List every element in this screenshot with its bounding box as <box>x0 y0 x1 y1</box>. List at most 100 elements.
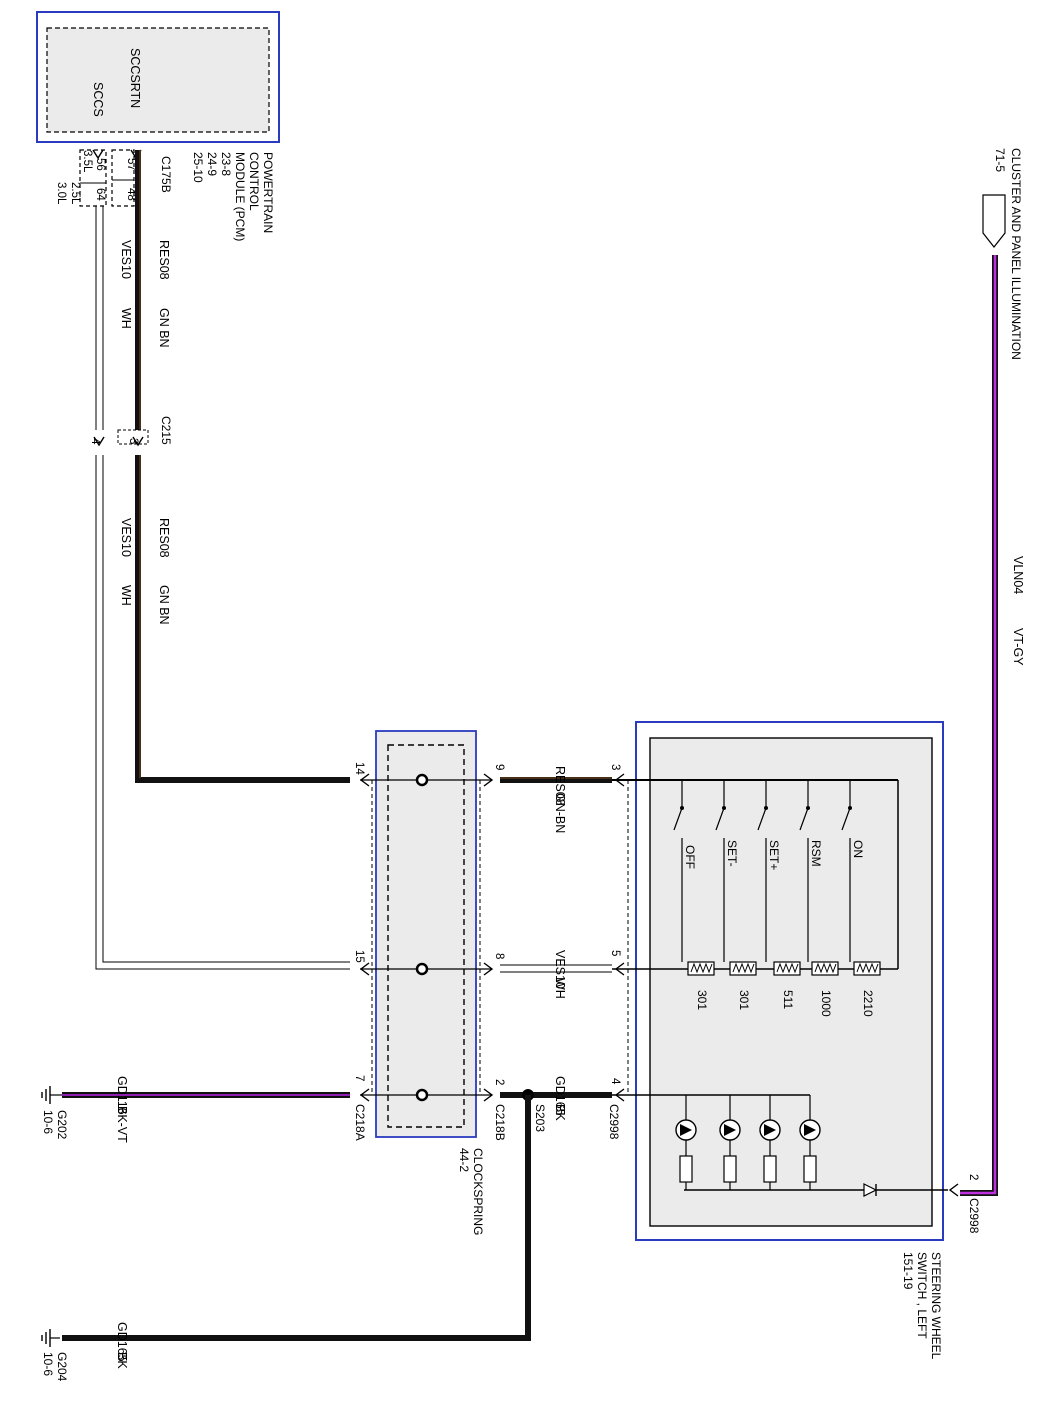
svg-text:301: 301 <box>695 990 709 1010</box>
switch-contact-set-plus: SET+ <box>757 780 781 962</box>
clockspring-title: CLOCKSPRING <box>471 1148 485 1235</box>
clockspring-pin-2: 2 <box>493 1079 505 1085</box>
wire-gd165-color-1: BK <box>553 1104 567 1121</box>
engine-label-25: 2.5L <box>69 182 81 205</box>
pcm-pin-sccs: SCCS <box>91 82 105 117</box>
wire-gd165-ground: GD165 BK <box>115 1322 129 1369</box>
switch-contact-rsm: RSM <box>799 780 823 962</box>
page-ref-icon <box>982 194 1006 248</box>
pcm-title-line3: MODULE (PCM) <box>233 152 247 241</box>
wire-gd116-color: BK-VT <box>115 1106 129 1143</box>
c175b-pin-48: 48 <box>125 188 137 201</box>
led-2 <box>719 1095 741 1190</box>
c218b-label: C218B <box>493 1104 507 1141</box>
switch-connector-label: C2998 <box>607 1104 621 1140</box>
switch-title-line3: 151-19 <box>901 1252 915 1290</box>
clockspring-ref: 44-2 <box>457 1148 471 1172</box>
wire-ves10-color-1: WH <box>119 308 133 329</box>
resistor-1000: 1000 <box>811 961 839 1017</box>
ground-g202: G202 10-6 <box>41 1086 69 1140</box>
c215-connector: C215 3 4 <box>89 416 173 447</box>
steering-switch: 3 5 4 C2998 OFF SET- SET+ <box>607 721 944 1241</box>
svg-text:SET+: SET+ <box>767 840 781 870</box>
switch-title-line1: STEERING WHEEL <box>929 1252 943 1360</box>
wire-gd116: GD116 BK-VT <box>62 1076 350 1143</box>
resistor-301-b: 301 <box>729 961 757 1010</box>
c215-pin-3: 3 <box>127 438 139 444</box>
clockspring-pin-15: 15 <box>353 950 365 963</box>
svg-text:SET-: SET- <box>725 840 739 867</box>
pcm-module: SCCS SCCSRTN <box>36 11 280 143</box>
pcm-ref-2: 24-9 <box>205 152 219 176</box>
wire-vln04-color: VT-GY <box>1011 628 1025 666</box>
wire-gd165-switch: GD165 BK <box>500 1076 612 1121</box>
clockspring-pin-9: 9 <box>493 764 505 770</box>
wire-gd165-label-1: GD165 <box>553 1076 567 1116</box>
led-1 <box>675 1095 697 1190</box>
switch-pin-5: 5 <box>609 950 621 956</box>
pcm-title-line2: CONTROL <box>247 152 261 211</box>
resistor-301-a: 301 <box>687 961 715 1010</box>
wire-gd165-color-2: BK <box>115 1352 129 1369</box>
c175b-pin-56: 56 <box>94 158 106 171</box>
switch-pin-4: 4 <box>609 1078 621 1085</box>
diode-icon <box>863 1183 878 1197</box>
clockspring-pin-8: 8 <box>493 953 505 959</box>
switch-title-line2: SWITCH , LEFT <box>915 1252 929 1339</box>
switch-contact-off: OFF <box>673 780 697 962</box>
c175b-pin-57: 57 <box>125 158 137 171</box>
engine-label-30: 3.0L <box>55 182 67 205</box>
pcm-ref-3: 25-10 <box>191 152 205 183</box>
c175b-pin-64: 64 <box>94 188 106 201</box>
c2998-label-2: C2998 <box>967 1198 981 1234</box>
wire-ves10-label-3: VES10 <box>553 950 567 989</box>
svg-text:301: 301 <box>737 990 751 1010</box>
resistor-511: 511 <box>773 961 801 1009</box>
pcm-label: POWERTRAIN CONTROL MODULE (PCM) 23-8 24-… <box>191 152 275 241</box>
wire-res08-color-3: GN-BN <box>553 793 567 833</box>
c175b-pin-sccs-arrow <box>92 149 104 160</box>
wire-ves10-color-3: WH <box>553 978 567 999</box>
c215-pin-4: 4 <box>89 438 101 445</box>
wire-vln04: 2 C2998 VLN04 VT-GY <box>898 255 1025 1234</box>
clockspring: 14 15 7 9 8 2 C218A C218B CLOCKSPRING 44… <box>353 730 507 1235</box>
wire-ves10-color-2: WH <box>119 585 133 606</box>
switch-label: STEERING WHEEL SWITCH , LEFT 151-19 <box>901 1252 943 1360</box>
c175b-connector: C175B 57 48 56 64 3.5L 2.5L 3.0L <box>55 149 173 207</box>
ground-g204: G204 10-6 <box>41 1329 69 1382</box>
g202-ref: 10-6 <box>41 1110 55 1134</box>
led-4 <box>799 1095 821 1190</box>
cluster-title: CLUSTER AND PANEL ILLUMINATION <box>1009 148 1023 360</box>
pcm-ref-1: 23-8 <box>219 152 233 176</box>
wire-ves10-label-2: VES10 <box>119 518 133 557</box>
svg-text:511: 511 <box>781 990 795 1009</box>
splice-s203: S203 <box>62 1089 547 1341</box>
wire-ves10-label-1: VES10 <box>119 240 133 279</box>
switch-contact-on: ON <box>841 780 865 962</box>
wire-res08-color-2: GN BN <box>157 585 171 625</box>
clockspring-coil-1 <box>415 773 429 787</box>
switch-pin-3: 3 <box>609 764 621 770</box>
clockspring-coil-2 <box>415 962 429 976</box>
g204-label: G204 <box>55 1352 69 1382</box>
wire-ves10-switch: VES10 WH <box>500 950 612 999</box>
cluster-illumination-ref: CLUSTER AND PANEL ILLUMINATION 71-5 <box>982 148 1023 360</box>
resistor-2210: 2210 <box>853 961 881 1017</box>
wire-vln04-label: VLN04 <box>1011 556 1025 594</box>
c2998-pin-2: 2 <box>967 1174 979 1180</box>
wire-res08-label-1: RES08 <box>157 240 171 280</box>
clockspring-pin-14: 14 <box>353 762 365 775</box>
c175b-label: C175B <box>159 156 173 193</box>
g204-ref: 10-6 <box>41 1352 55 1376</box>
wire-res08-label-3: RES08 <box>553 766 567 806</box>
svg-text:ON: ON <box>851 840 865 858</box>
engine-label-35: 3.5L <box>81 150 93 173</box>
c218a-label: C218A <box>353 1104 367 1141</box>
svg-text:2210: 2210 <box>861 990 875 1017</box>
wire-res08-switch: RES08 GN-BN <box>500 766 612 833</box>
wire-res08-label-2: RES08 <box>157 518 171 558</box>
wire-ves10: VES10 WH VES10 WH <box>95 206 350 970</box>
cluster-ref: 71-5 <box>993 148 1007 172</box>
g202-label: G202 <box>55 1110 69 1140</box>
